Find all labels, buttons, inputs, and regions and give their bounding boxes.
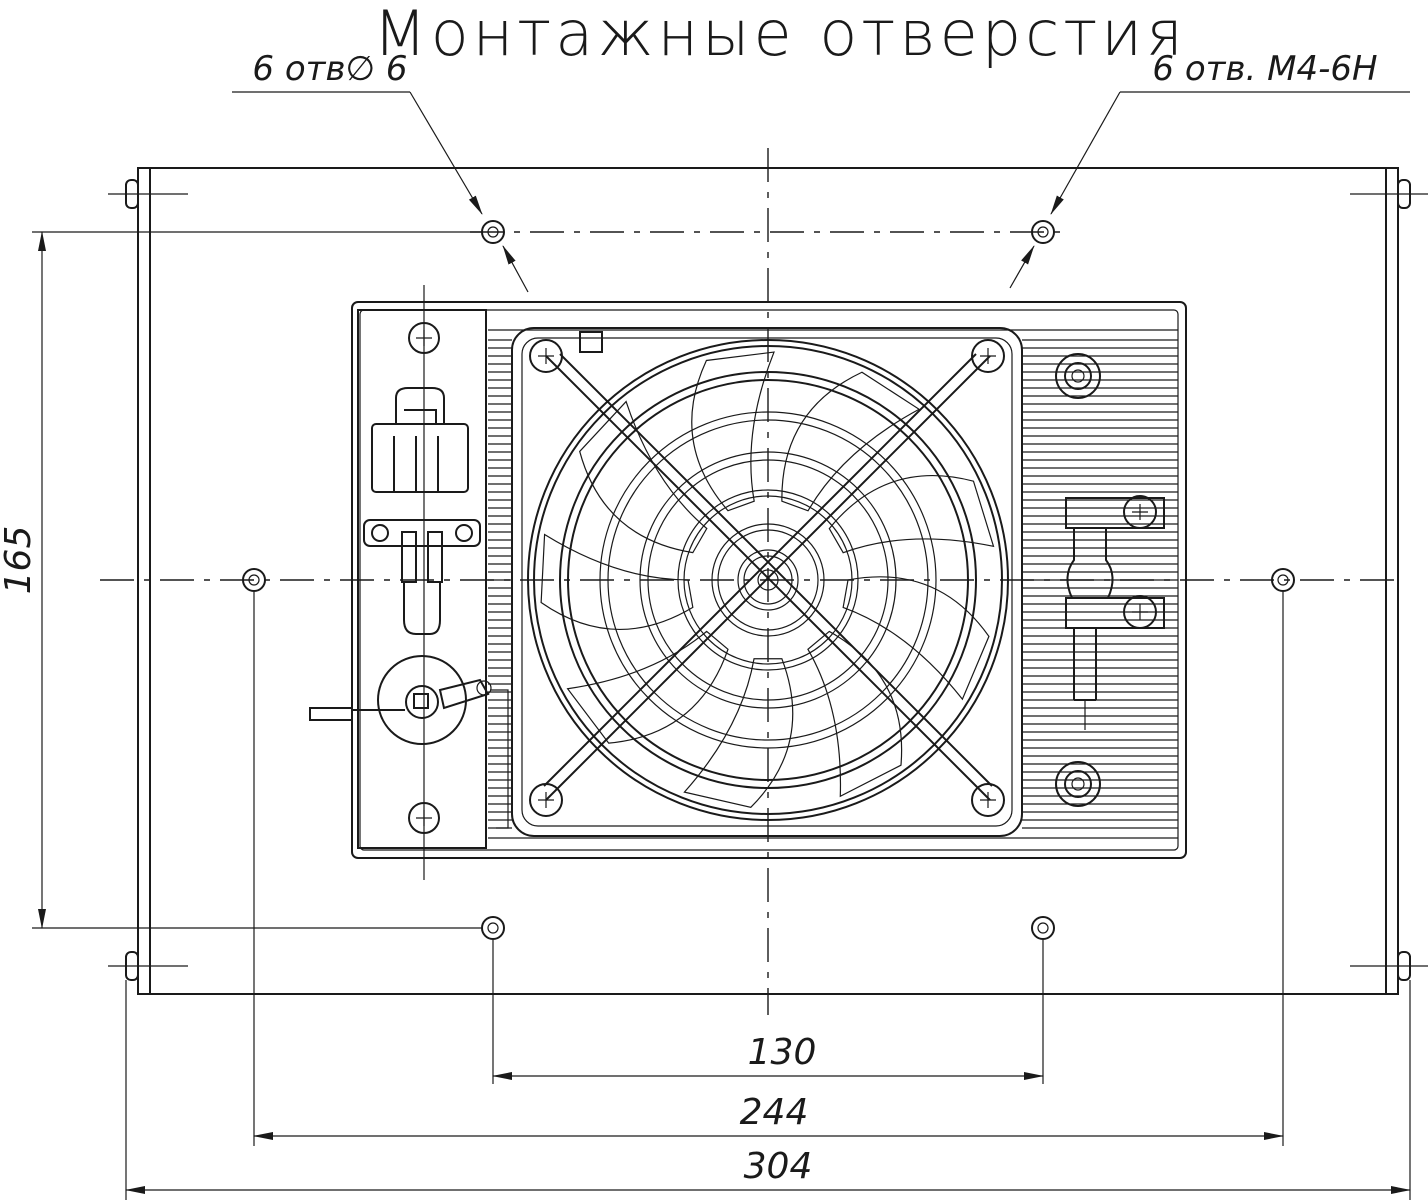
dimension-inner-span: 130 xyxy=(492,940,1044,1084)
callout-left: 6 отв∅ 6 xyxy=(232,49,529,293)
standoff-icon xyxy=(1055,353,1101,399)
screw-icon xyxy=(971,339,1005,373)
dimension-middle-span-label: 244 xyxy=(740,1092,809,1133)
grounding-terminal-icon xyxy=(309,655,509,829)
heatsink-fins-right xyxy=(1022,339,1178,829)
mounting-hole-icon xyxy=(1271,568,1295,592)
callout-left-label: 6 отв∅ 6 xyxy=(252,49,407,89)
screw-icon xyxy=(408,802,440,834)
dimension-height: 165 xyxy=(0,231,482,929)
screw-icon xyxy=(971,783,1005,817)
screw-icon xyxy=(529,339,563,373)
mounting-hole-icon xyxy=(1031,220,1055,244)
dimension-overall-width: 304 xyxy=(125,980,1411,1200)
fan-blades xyxy=(540,351,995,809)
centre-lines xyxy=(100,148,1400,1015)
dimension-inner-span-label: 130 xyxy=(748,1032,817,1073)
mounting-hole-icon xyxy=(481,916,505,940)
standoff-icon xyxy=(1055,761,1101,807)
temperature-sensor-icon xyxy=(1065,497,1165,730)
dimension-overall-width-label: 304 xyxy=(744,1146,813,1187)
screw-icon xyxy=(529,783,563,817)
drawing-title: Монтажные отверстия xyxy=(373,0,1187,70)
fan-guard xyxy=(527,339,1009,821)
callout-right-label: 6 отв. М4-6Н xyxy=(1152,49,1377,89)
sensor-assembly xyxy=(1055,353,1165,807)
power-connector-icon xyxy=(363,387,481,635)
dimension-middle-span: 244 xyxy=(253,592,1284,1146)
mounting-hole-icon xyxy=(1031,916,1055,940)
screw-icon xyxy=(408,322,440,354)
screw-icon xyxy=(1123,495,1157,529)
connector-panel xyxy=(309,285,509,880)
fan-assembly xyxy=(511,327,1023,837)
callout-right: 6 отв. М4-6Н xyxy=(1009,49,1410,289)
dimension-height-label: 165 xyxy=(0,526,39,595)
heatsink-fins-left xyxy=(488,339,512,829)
mounting-hole-icon xyxy=(242,568,266,592)
